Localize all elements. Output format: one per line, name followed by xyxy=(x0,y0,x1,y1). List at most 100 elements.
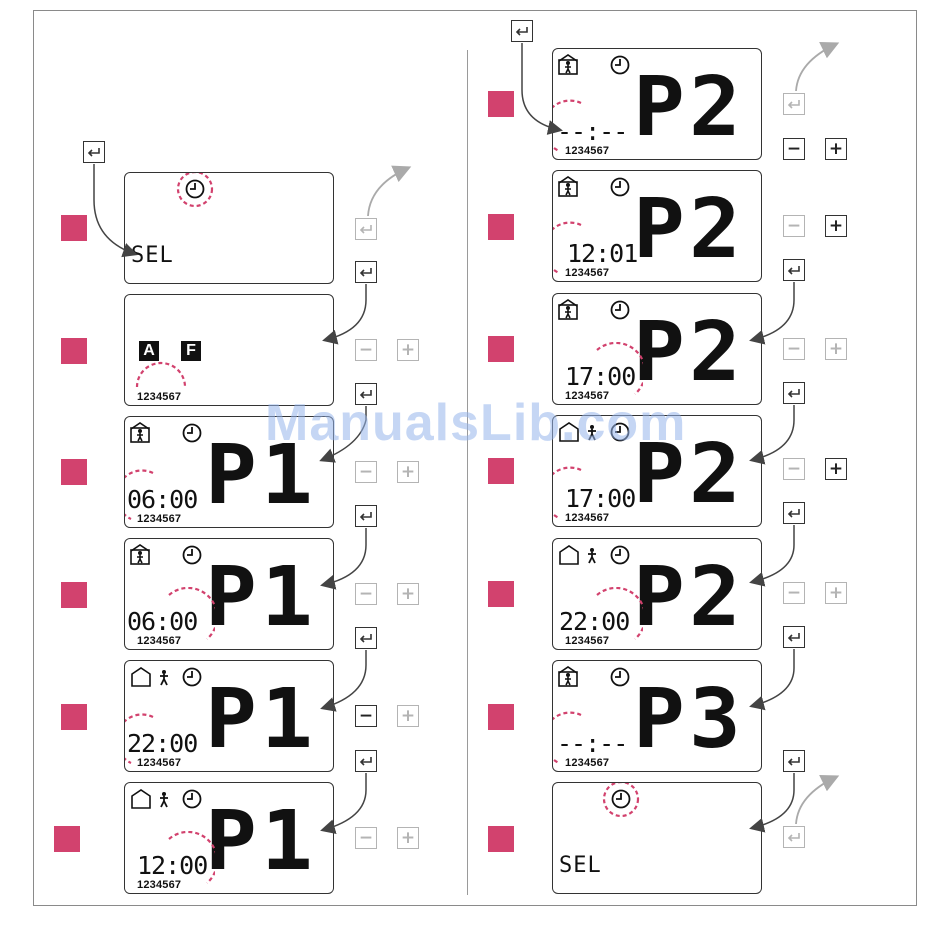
enter-icon xyxy=(787,632,801,642)
mode-text-sel: SEL xyxy=(131,245,174,267)
minus-button[interactable]: − xyxy=(355,583,377,605)
badge-f: F xyxy=(181,341,201,361)
plus-button[interactable]: + xyxy=(825,582,847,604)
step-marker xyxy=(488,826,514,852)
enter-button[interactable] xyxy=(355,750,377,772)
step-marker xyxy=(488,336,514,362)
person-in-house-icon xyxy=(558,666,580,688)
clock-icon xyxy=(181,422,203,444)
weekdays: 1234567 xyxy=(565,145,609,157)
plus-button[interactable]: + xyxy=(397,827,419,849)
enter-icon xyxy=(787,832,801,842)
time-display: --:-- xyxy=(557,731,627,756)
lcd-screen-p3-a: P3 --:-- 1234567 xyxy=(552,660,762,772)
enter-icon xyxy=(787,508,801,518)
lcd-screen-sel: SEL xyxy=(124,172,334,284)
step-marker xyxy=(61,582,87,608)
enter-button[interactable] xyxy=(83,141,105,163)
minus-button[interactable]: − xyxy=(783,138,805,160)
weekdays: 1234567 xyxy=(137,635,181,647)
enter-button[interactable] xyxy=(783,626,805,648)
mode-text-sel: SEL xyxy=(559,855,602,877)
weekdays: 1234567 xyxy=(565,635,609,647)
program-number: P2 xyxy=(633,67,745,149)
clock-icon xyxy=(165,173,225,218)
minus-button[interactable]: − xyxy=(355,339,377,361)
minus-button[interactable]: − xyxy=(355,827,377,849)
house-person-icon xyxy=(130,788,174,810)
weekdays: 1234567 xyxy=(565,757,609,769)
enter-icon xyxy=(787,388,801,398)
clock-icon xyxy=(609,299,631,321)
plus-button[interactable]: + xyxy=(397,339,419,361)
step-marker xyxy=(61,215,87,241)
lcd-screen-p2-e: P2 22:00 1234567 xyxy=(552,538,762,650)
enter-icon xyxy=(359,267,373,277)
step-marker xyxy=(488,214,514,240)
time-display: 12:01 xyxy=(567,241,637,266)
step-marker xyxy=(488,704,514,730)
lcd-screen-sel-end: SEL xyxy=(552,782,762,894)
minus-button[interactable]: − xyxy=(355,705,377,727)
plus-button[interactable]: + xyxy=(397,583,419,605)
enter-button[interactable] xyxy=(511,20,533,42)
enter-button[interactable] xyxy=(783,382,805,404)
minus-button[interactable]: − xyxy=(783,338,805,360)
badge-a: A xyxy=(139,341,159,361)
clock-icon xyxy=(181,666,203,688)
minus-button[interactable]: − xyxy=(355,461,377,483)
enter-button[interactable] xyxy=(783,502,805,524)
plus-button[interactable]: + xyxy=(397,705,419,727)
enter-button[interactable] xyxy=(783,750,805,772)
time-display: 17:00 xyxy=(565,364,635,389)
enter-icon xyxy=(787,265,801,275)
clock-icon xyxy=(181,788,203,810)
enter-icon xyxy=(787,99,801,109)
enter-icon xyxy=(515,26,529,36)
enter-button[interactable] xyxy=(355,261,377,283)
enter-icon xyxy=(787,756,801,766)
weekdays: 1234567 xyxy=(565,267,609,279)
step-marker xyxy=(54,826,80,852)
time-display: 22:00 xyxy=(127,731,197,756)
enter-button[interactable] xyxy=(355,505,377,527)
lcd-screen-p1-b: P1 06:00 1234567 xyxy=(124,538,334,650)
plus-button[interactable]: + xyxy=(825,458,847,480)
house-person-icon xyxy=(130,666,174,688)
enter-button[interactable] xyxy=(783,826,805,848)
person-in-house-icon xyxy=(130,544,152,566)
program-number: P1 xyxy=(205,801,317,883)
minus-button[interactable]: − xyxy=(783,215,805,237)
lcd-screen-p2-b: P2 12:01 1234567 xyxy=(552,170,762,282)
program-number: P1 xyxy=(205,557,317,639)
minus-button[interactable]: − xyxy=(783,458,805,480)
minus-button[interactable]: − xyxy=(783,582,805,604)
enter-button[interactable] xyxy=(783,93,805,115)
time-display: 17:00 xyxy=(565,486,635,511)
lcd-screen-af: A F 1234567 xyxy=(124,294,334,406)
time-display: 12:00 xyxy=(137,853,207,878)
clock-icon xyxy=(609,666,631,688)
lcd-screen-p2-a: P2 --:-- 1234567 xyxy=(552,48,762,160)
enter-button[interactable] xyxy=(355,218,377,240)
enter-button[interactable] xyxy=(783,259,805,281)
plus-button[interactable]: + xyxy=(825,338,847,360)
weekdays: 1234567 xyxy=(137,757,181,769)
time-display: 22:00 xyxy=(559,609,629,634)
plus-button[interactable]: + xyxy=(397,461,419,483)
enter-button[interactable] xyxy=(355,627,377,649)
watermark-text: ManualsLib.com xyxy=(265,393,686,453)
enter-icon xyxy=(359,633,373,643)
clock-icon xyxy=(591,783,651,828)
clock-icon xyxy=(181,544,203,566)
plus-button[interactable]: + xyxy=(825,138,847,160)
person-in-house-icon xyxy=(558,54,580,76)
program-number: P3 xyxy=(633,679,745,761)
plus-button[interactable]: + xyxy=(825,215,847,237)
enter-icon xyxy=(359,756,373,766)
program-number: P2 xyxy=(633,312,745,394)
step-marker xyxy=(488,91,514,117)
house-person-icon xyxy=(558,544,602,566)
enter-icon xyxy=(87,147,101,157)
lcd-screen-p1-c: P1 22:00 1234567 xyxy=(124,660,334,772)
